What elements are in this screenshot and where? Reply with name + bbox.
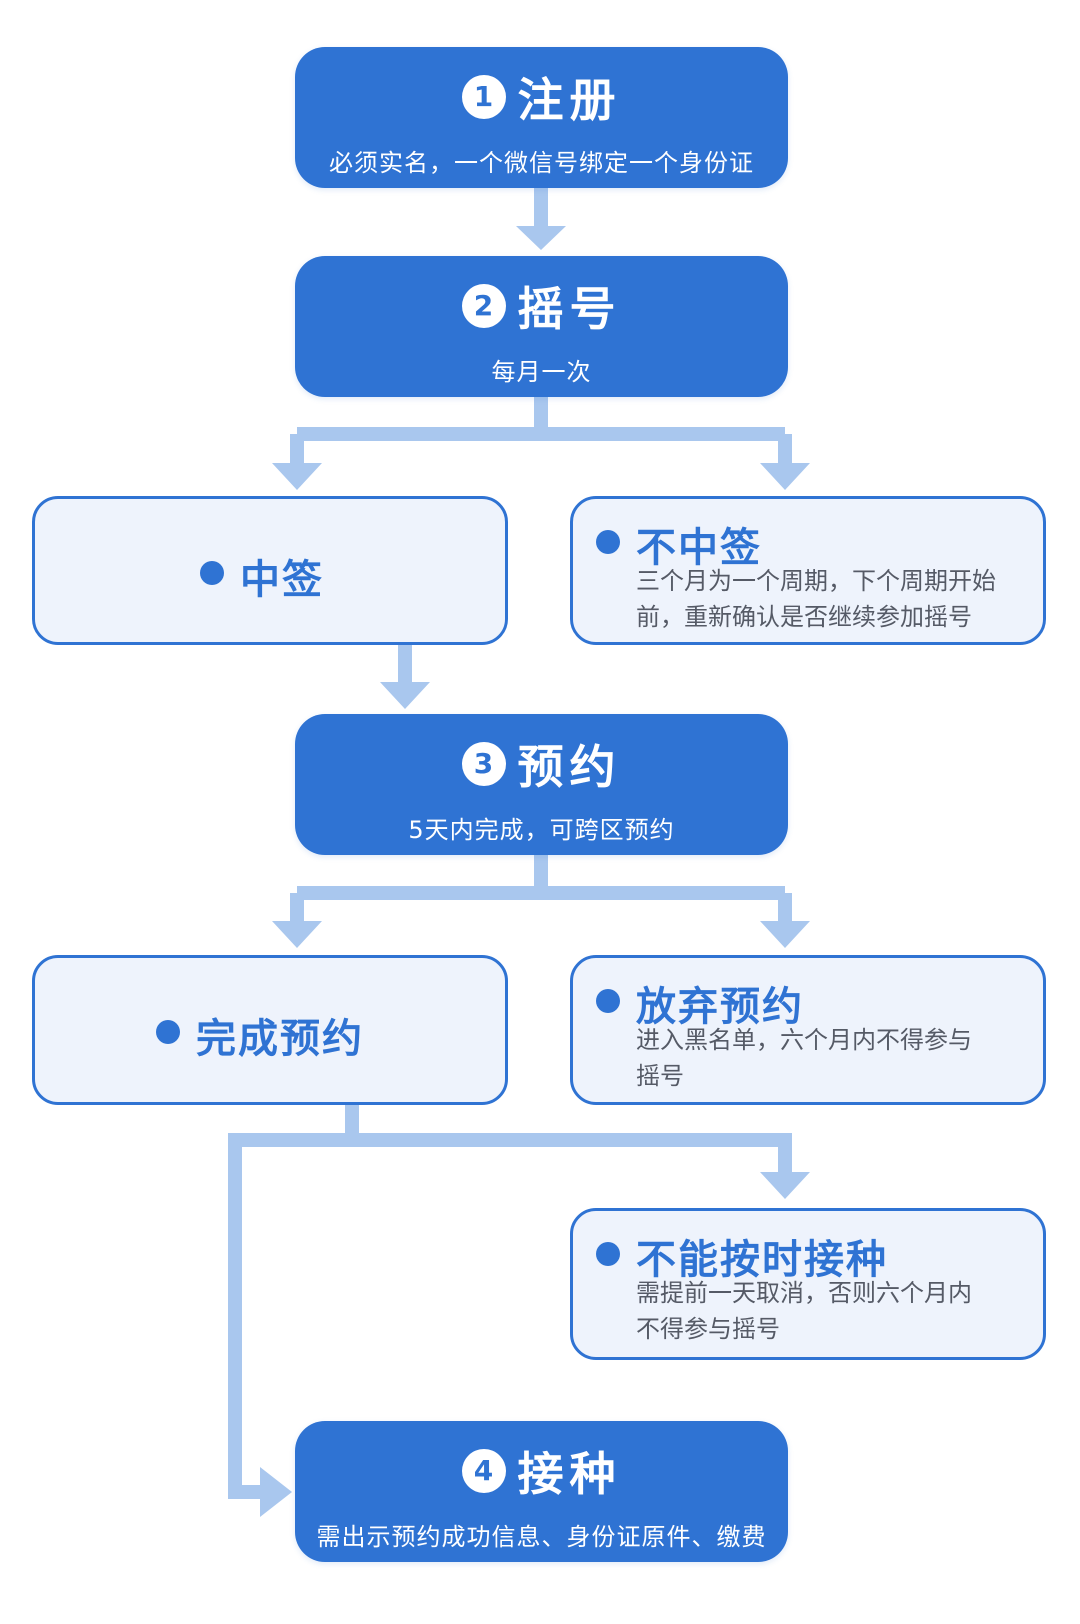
arrowhead-vaccinate <box>260 1467 292 1517</box>
outcome-description: 需提前一天取消，否则六个月内 不得参与摇号 <box>636 1275 972 1347</box>
arrowhead-lost <box>760 463 810 490</box>
step-title: 摇号 <box>517 282 622 336</box>
step-lottery: 2 摇号 每月一次 <box>295 256 788 397</box>
bullet-dot-icon <box>156 1020 180 1044</box>
step-number-badge: 3 <box>461 742 506 786</box>
bullet-dot-icon <box>596 1242 620 1266</box>
description-line: 摇号 <box>636 1062 684 1090</box>
step-number-badge: 4 <box>461 1449 506 1493</box>
step-number-badge: 1 <box>461 75 506 119</box>
step-subtitle: 必须实名，一个微信号绑定一个身份证 <box>329 149 754 177</box>
outcome-title: 完成预约 <box>196 1016 364 1062</box>
step-title: 预约 <box>517 740 622 794</box>
step-subtitle: 5天内完成，可跨区预约 <box>408 816 675 844</box>
connector-booked-right <box>228 1133 792 1174</box>
arrowhead-booking <box>380 682 430 709</box>
description-line: 三个月为一个周期，下个周期开始 <box>636 567 996 595</box>
description-line: 前，重新确认是否继续参加摇号 <box>636 603 972 631</box>
step-title: 接种 <box>517 1447 622 1501</box>
outcome-abandon: 放弃预约 进入黑名单，六个月内不得参与 摇号 <box>570 955 1046 1105</box>
outcome-description: 三个月为一个周期，下个周期开始 前，重新确认是否继续参加摇号 <box>636 563 996 635</box>
arrowhead-won <box>272 463 322 490</box>
description-line: 需提前一天取消，否则六个月内 <box>636 1279 972 1307</box>
arrowhead-booked <box>272 921 322 948</box>
outcome-title: 不能按时接种 <box>636 1237 888 1283</box>
step-subtitle: 每月一次 <box>491 358 592 386</box>
step-booking: 3 预约 5天内完成，可跨区预约 <box>295 714 788 855</box>
description-line: 不得参与摇号 <box>636 1315 780 1343</box>
description-line: 进入黑名单，六个月内不得参与 <box>636 1026 972 1054</box>
outcome-won: 中签 <box>32 496 508 645</box>
bullet-dot-icon <box>596 530 620 554</box>
outcome-title: 不中签 <box>636 525 762 571</box>
bullet-dot-icon <box>596 989 620 1013</box>
arrowhead-absent <box>760 1172 810 1199</box>
step-number-badge: 2 <box>461 284 506 328</box>
outcome-description: 进入黑名单，六个月内不得参与 摇号 <box>636 1022 972 1094</box>
outcome-booked: 完成预约 <box>32 955 508 1105</box>
connector-booked-down <box>228 1140 262 1499</box>
step-title: 注册 <box>517 73 622 127</box>
arrowhead-abandon <box>760 921 810 948</box>
bullet-dot-icon <box>200 561 224 585</box>
outcome-lost: 不中签 三个月为一个周期，下个周期开始 前，重新确认是否继续参加摇号 <box>570 496 1046 645</box>
step-vaccinate: 4 接种 需出示预约成功信息、身份证原件、缴费 <box>295 1421 788 1562</box>
step-register: 1 注册 必须实名，一个微信号绑定一个身份证 <box>295 47 788 188</box>
arrowhead-lottery <box>516 226 566 250</box>
step-subtitle: 需出示预约成功信息、身份证原件、缴费 <box>316 1523 767 1551</box>
outcome-title: 放弃预约 <box>636 984 804 1030</box>
outcome-absent: 不能按时接种 需提前一天取消，否则六个月内 不得参与摇号 <box>570 1208 1046 1360</box>
outcome-title: 中签 <box>240 557 324 603</box>
